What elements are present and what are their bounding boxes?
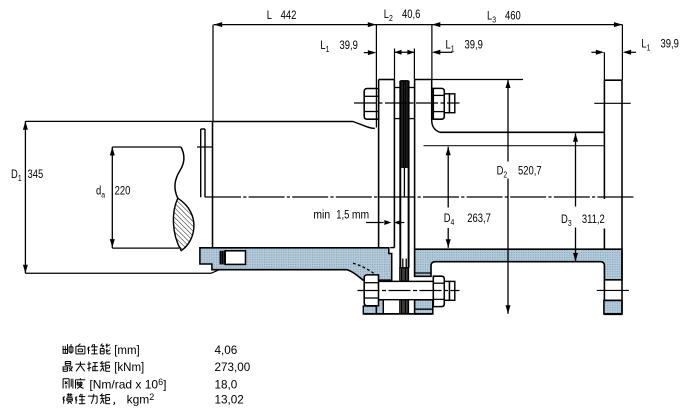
svg-text:[kNm]: [kNm] xyxy=(114,362,144,374)
svg-text:520,7: 520,7 xyxy=(518,165,542,178)
svg-text:D4: D4 xyxy=(444,212,455,227)
svg-text:[Nm/rad x 106]: [Nm/rad x 106] xyxy=(89,377,166,392)
svg-text:345: 345 xyxy=(28,168,44,181)
svg-text:460: 460 xyxy=(505,9,521,22)
svg-text:39,9: 39,9 xyxy=(465,38,483,51)
svg-text:39,9: 39,9 xyxy=(661,38,679,51)
svg-text:mm: mm xyxy=(352,209,369,222)
svg-text:263,7: 263,7 xyxy=(467,212,491,225)
svg-text:1,5: 1,5 xyxy=(336,209,349,222)
svg-text:da: da xyxy=(96,185,106,200)
svg-text:13,02: 13,02 xyxy=(215,394,244,407)
svg-text:442: 442 xyxy=(281,9,297,22)
svg-text:4,06: 4,06 xyxy=(215,344,238,357)
svg-text:[mm]: [mm] xyxy=(114,345,140,357)
svg-text:18,0: 18,0 xyxy=(215,378,238,391)
svg-text:D2: D2 xyxy=(497,165,508,180)
svg-text:273,00: 273,00 xyxy=(215,361,251,374)
svg-text:311,2: 311,2 xyxy=(582,213,605,226)
svg-text:D3: D3 xyxy=(561,213,572,228)
svg-text:L1: L1 xyxy=(320,39,329,54)
svg-text:40,6: 40,6 xyxy=(402,8,420,21)
svg-text:min: min xyxy=(313,209,330,222)
svg-text:39,9: 39,9 xyxy=(340,39,358,52)
svg-text:kgm2: kgm2 xyxy=(127,392,155,407)
svg-text:L: L xyxy=(267,9,272,22)
svg-text:L1: L1 xyxy=(641,38,650,53)
svg-text:D1: D1 xyxy=(11,168,22,183)
svg-text:L1: L1 xyxy=(446,38,455,53)
svg-text:L2: L2 xyxy=(384,8,393,23)
svg-text:220: 220 xyxy=(115,185,131,198)
svg-text:L3: L3 xyxy=(487,9,496,24)
